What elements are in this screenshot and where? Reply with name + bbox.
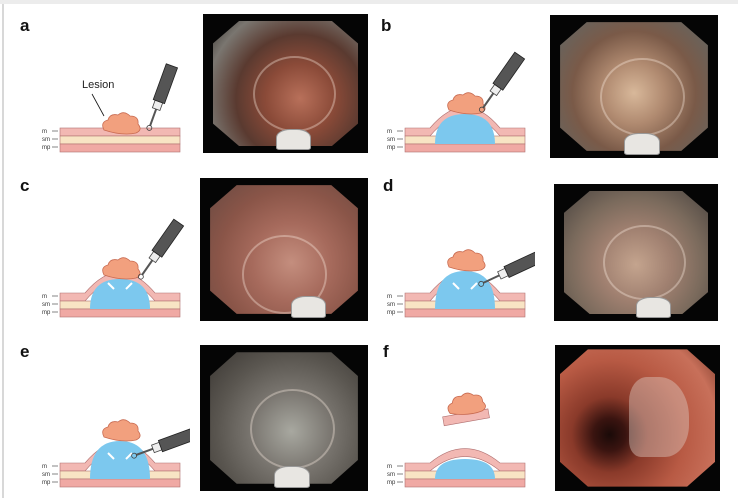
endoscopic-image — [200, 345, 368, 491]
lesion-pointer-arrow — [91, 93, 105, 117]
endoscopic-image — [554, 184, 718, 321]
muscularis-layer — [404, 308, 526, 318]
panel-label: e — [20, 342, 30, 361]
layer-label-mp: mp — [42, 310, 51, 316]
layer-label-sm: sm — [42, 137, 50, 143]
lesion — [102, 112, 141, 135]
procedure-diagram: m sm mp — [387, 392, 526, 488]
endoscope-shaft — [492, 51, 526, 91]
snare-wire — [141, 259, 154, 276]
mucosal-incision — [107, 282, 133, 290]
layer-label-sm: sm — [42, 302, 50, 308]
endoscope-shaft — [152, 63, 179, 105]
lesion — [102, 257, 141, 280]
layer-label-m: m — [42, 294, 47, 300]
lesion — [102, 419, 141, 442]
top-border — [0, 0, 738, 4]
layer-label-m: m — [42, 129, 47, 135]
panel-label: d — [383, 176, 394, 195]
muscularis-layer — [59, 308, 181, 318]
layer-label-sm: sm — [387, 137, 395, 143]
panel-label: f — [383, 342, 389, 361]
mucosal-incision — [452, 282, 478, 290]
procedure-diagram: m sm mp — [42, 218, 185, 318]
lesion — [447, 392, 486, 415]
snare-instrument — [131, 426, 190, 459]
procedure-diagram: m sm mp Lesion — [42, 63, 181, 153]
endoscopic-image — [203, 14, 368, 153]
layer-label-mp: mp — [387, 145, 396, 151]
layer-label-mp: mp — [387, 310, 396, 316]
snare-instrument — [478, 51, 526, 113]
layer-label-mp: mp — [387, 480, 396, 486]
endoscopic-image — [550, 15, 718, 158]
panel-label: b — [381, 16, 392, 35]
muscularis-layer — [59, 478, 181, 488]
snare-instrument — [478, 249, 535, 287]
muscularis-layer — [404, 143, 526, 153]
layer-label-mp: mp — [42, 480, 51, 486]
snare-loop — [131, 452, 138, 459]
layer-label-m: m — [42, 464, 47, 470]
muscularis-layer — [59, 143, 181, 153]
panel-label: a — [20, 16, 30, 35]
lesion — [447, 92, 486, 115]
procedure-diagram: m sm mp — [42, 419, 190, 488]
saline-cushion — [90, 441, 150, 479]
saline-cushion — [435, 271, 495, 309]
endoscope-shaft — [151, 218, 185, 258]
left-border — [2, 4, 4, 498]
layer-label-sm: sm — [42, 472, 50, 478]
endoscopic-image — [555, 345, 720, 491]
layer-label-sm: sm — [387, 302, 395, 308]
endoscope-shaft — [157, 426, 190, 453]
endoscope-shaft — [503, 249, 535, 278]
snare-wire — [482, 92, 495, 109]
snare-wire — [149, 108, 158, 127]
saline-cushion — [435, 459, 495, 479]
lesion-annotation: Lesion — [82, 79, 114, 91]
procedure-diagram: m sm mp — [387, 51, 526, 153]
layer-label-m: m — [387, 129, 392, 135]
snare-instrument — [146, 63, 179, 131]
snare-loop — [137, 273, 144, 280]
layer-label-m: m — [387, 294, 392, 300]
muscularis-layer — [404, 478, 526, 488]
snare-loop — [478, 106, 485, 113]
snare-wire — [482, 274, 500, 284]
mucosal-incision — [107, 452, 133, 460]
lesion — [447, 249, 486, 272]
snare-instrument — [137, 218, 185, 280]
layer-label-sm: sm — [387, 472, 395, 478]
snare-wire — [135, 447, 154, 456]
panel-label: c — [20, 176, 30, 195]
snare-loop — [478, 280, 485, 287]
snare-loop — [146, 124, 153, 131]
saline-cushion — [435, 114, 495, 144]
procedure-diagram: m sm mp — [387, 249, 535, 318]
endoscopic-image — [200, 178, 368, 321]
layer-label-m: m — [387, 464, 392, 470]
layer-label-mp: mp — [42, 145, 51, 151]
saline-cushion — [90, 279, 150, 309]
resected-specimen — [442, 392, 490, 427]
submucosa-layer — [59, 135, 181, 145]
